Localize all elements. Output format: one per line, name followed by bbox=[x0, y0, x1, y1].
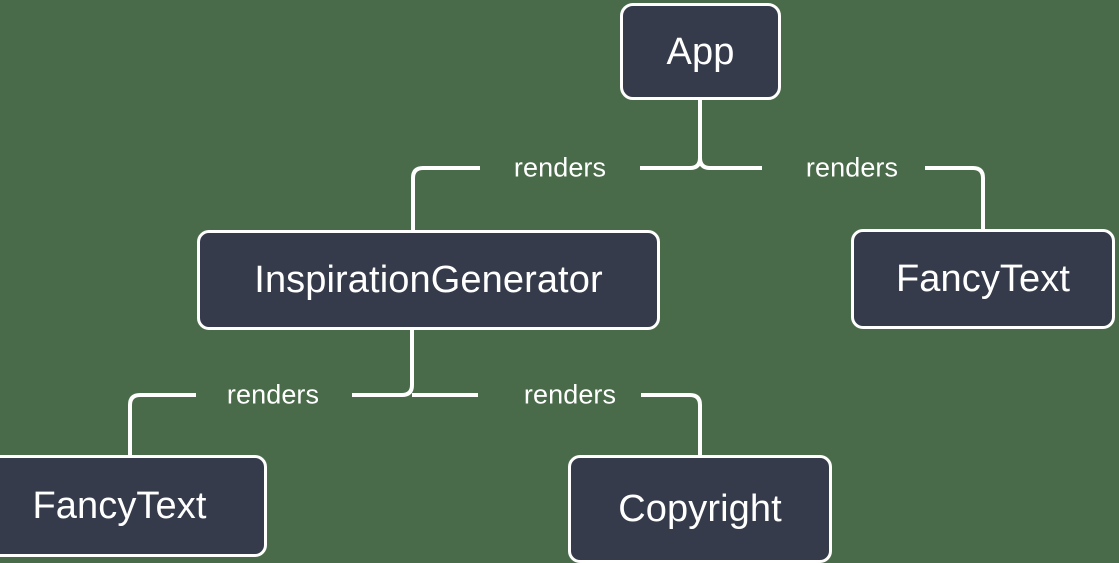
node-app[interactable]: App bbox=[620, 3, 781, 100]
node-copyright[interactable]: Copyright bbox=[568, 455, 832, 563]
edge-app-junction-left bbox=[640, 157, 702, 170]
edge-label-app-to-inspiration: renders bbox=[513, 152, 607, 183]
node-fancytext-right-label: FancyText bbox=[895, 258, 1071, 300]
edge-label-inspiration-to-copyright: renders bbox=[523, 379, 617, 410]
edge-app-to-inspiration bbox=[411, 166, 480, 230]
edge-app-junction-right bbox=[698, 157, 762, 170]
node-app-label: App bbox=[666, 30, 735, 73]
edge-app-to-fancytext-right bbox=[925, 166, 985, 229]
edge-inspiration-to-copyright bbox=[641, 393, 702, 455]
node-copyright-label: Copyright bbox=[618, 488, 782, 530]
edge-inspiration-junction-left bbox=[352, 384, 414, 397]
edge-label-app-to-fancytext-right: renders bbox=[805, 152, 899, 183]
node-fancytext-left[interactable]: FancyText bbox=[0, 455, 267, 557]
edge-inspiration-to-fancytext-left bbox=[128, 393, 196, 455]
node-inspiration-generator-label: InspirationGenerator bbox=[254, 259, 603, 301]
node-fancytext-right[interactable]: FancyText bbox=[851, 229, 1115, 329]
edge-label-inspiration-to-fancytext-left: renders bbox=[226, 379, 320, 410]
node-inspiration-generator[interactable]: InspirationGenerator bbox=[197, 230, 660, 330]
node-fancytext-left-label: FancyText bbox=[32, 485, 207, 527]
